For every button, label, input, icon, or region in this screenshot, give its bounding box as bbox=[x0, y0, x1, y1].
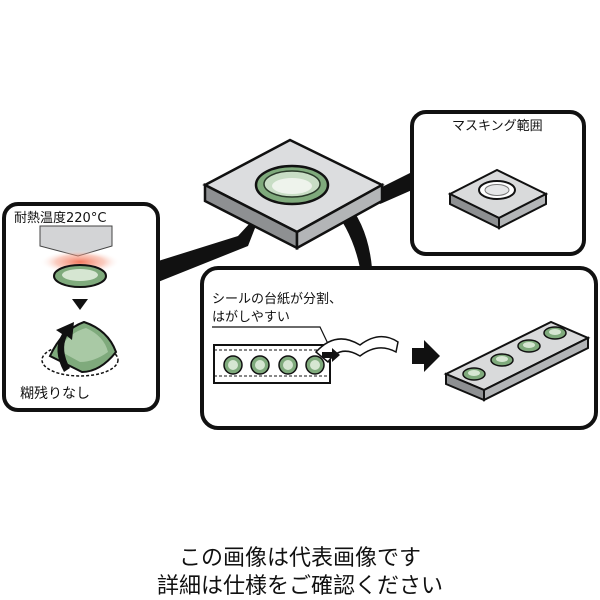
right-arrow-icon bbox=[412, 340, 440, 372]
masking-range-panel: マスキング範囲 bbox=[410, 110, 586, 256]
plate-seals bbox=[462, 326, 567, 381]
representative-image-caption: この画像は代表画像です bbox=[178, 546, 421, 571]
heat-resistance-panel: 耐熱温度220°C 糊残りなし bbox=[2, 202, 160, 412]
check-specs-caption: 詳細は仕様をご確認ください bbox=[156, 574, 443, 599]
heat-panel-footer: 糊残りなし bbox=[20, 386, 90, 402]
down-arrow-icon bbox=[72, 299, 88, 310]
peel-direction-arrow-icon bbox=[322, 348, 340, 362]
split-backing-panel: シールの台紙が分割、 はがしやすい bbox=[200, 266, 598, 430]
heat-panel-title: 耐熱温度220°C bbox=[14, 210, 106, 226]
masking-panel-title: マスキング範囲 bbox=[452, 119, 543, 134]
sheet-note-line2: はがしやすい bbox=[212, 310, 290, 325]
sheet-note-line1: シールの台紙が分割、 bbox=[212, 291, 342, 307]
peel-arrow-icon bbox=[56, 322, 74, 372]
seal-dots bbox=[223, 355, 325, 375]
center-washer-plate bbox=[202, 138, 385, 251]
